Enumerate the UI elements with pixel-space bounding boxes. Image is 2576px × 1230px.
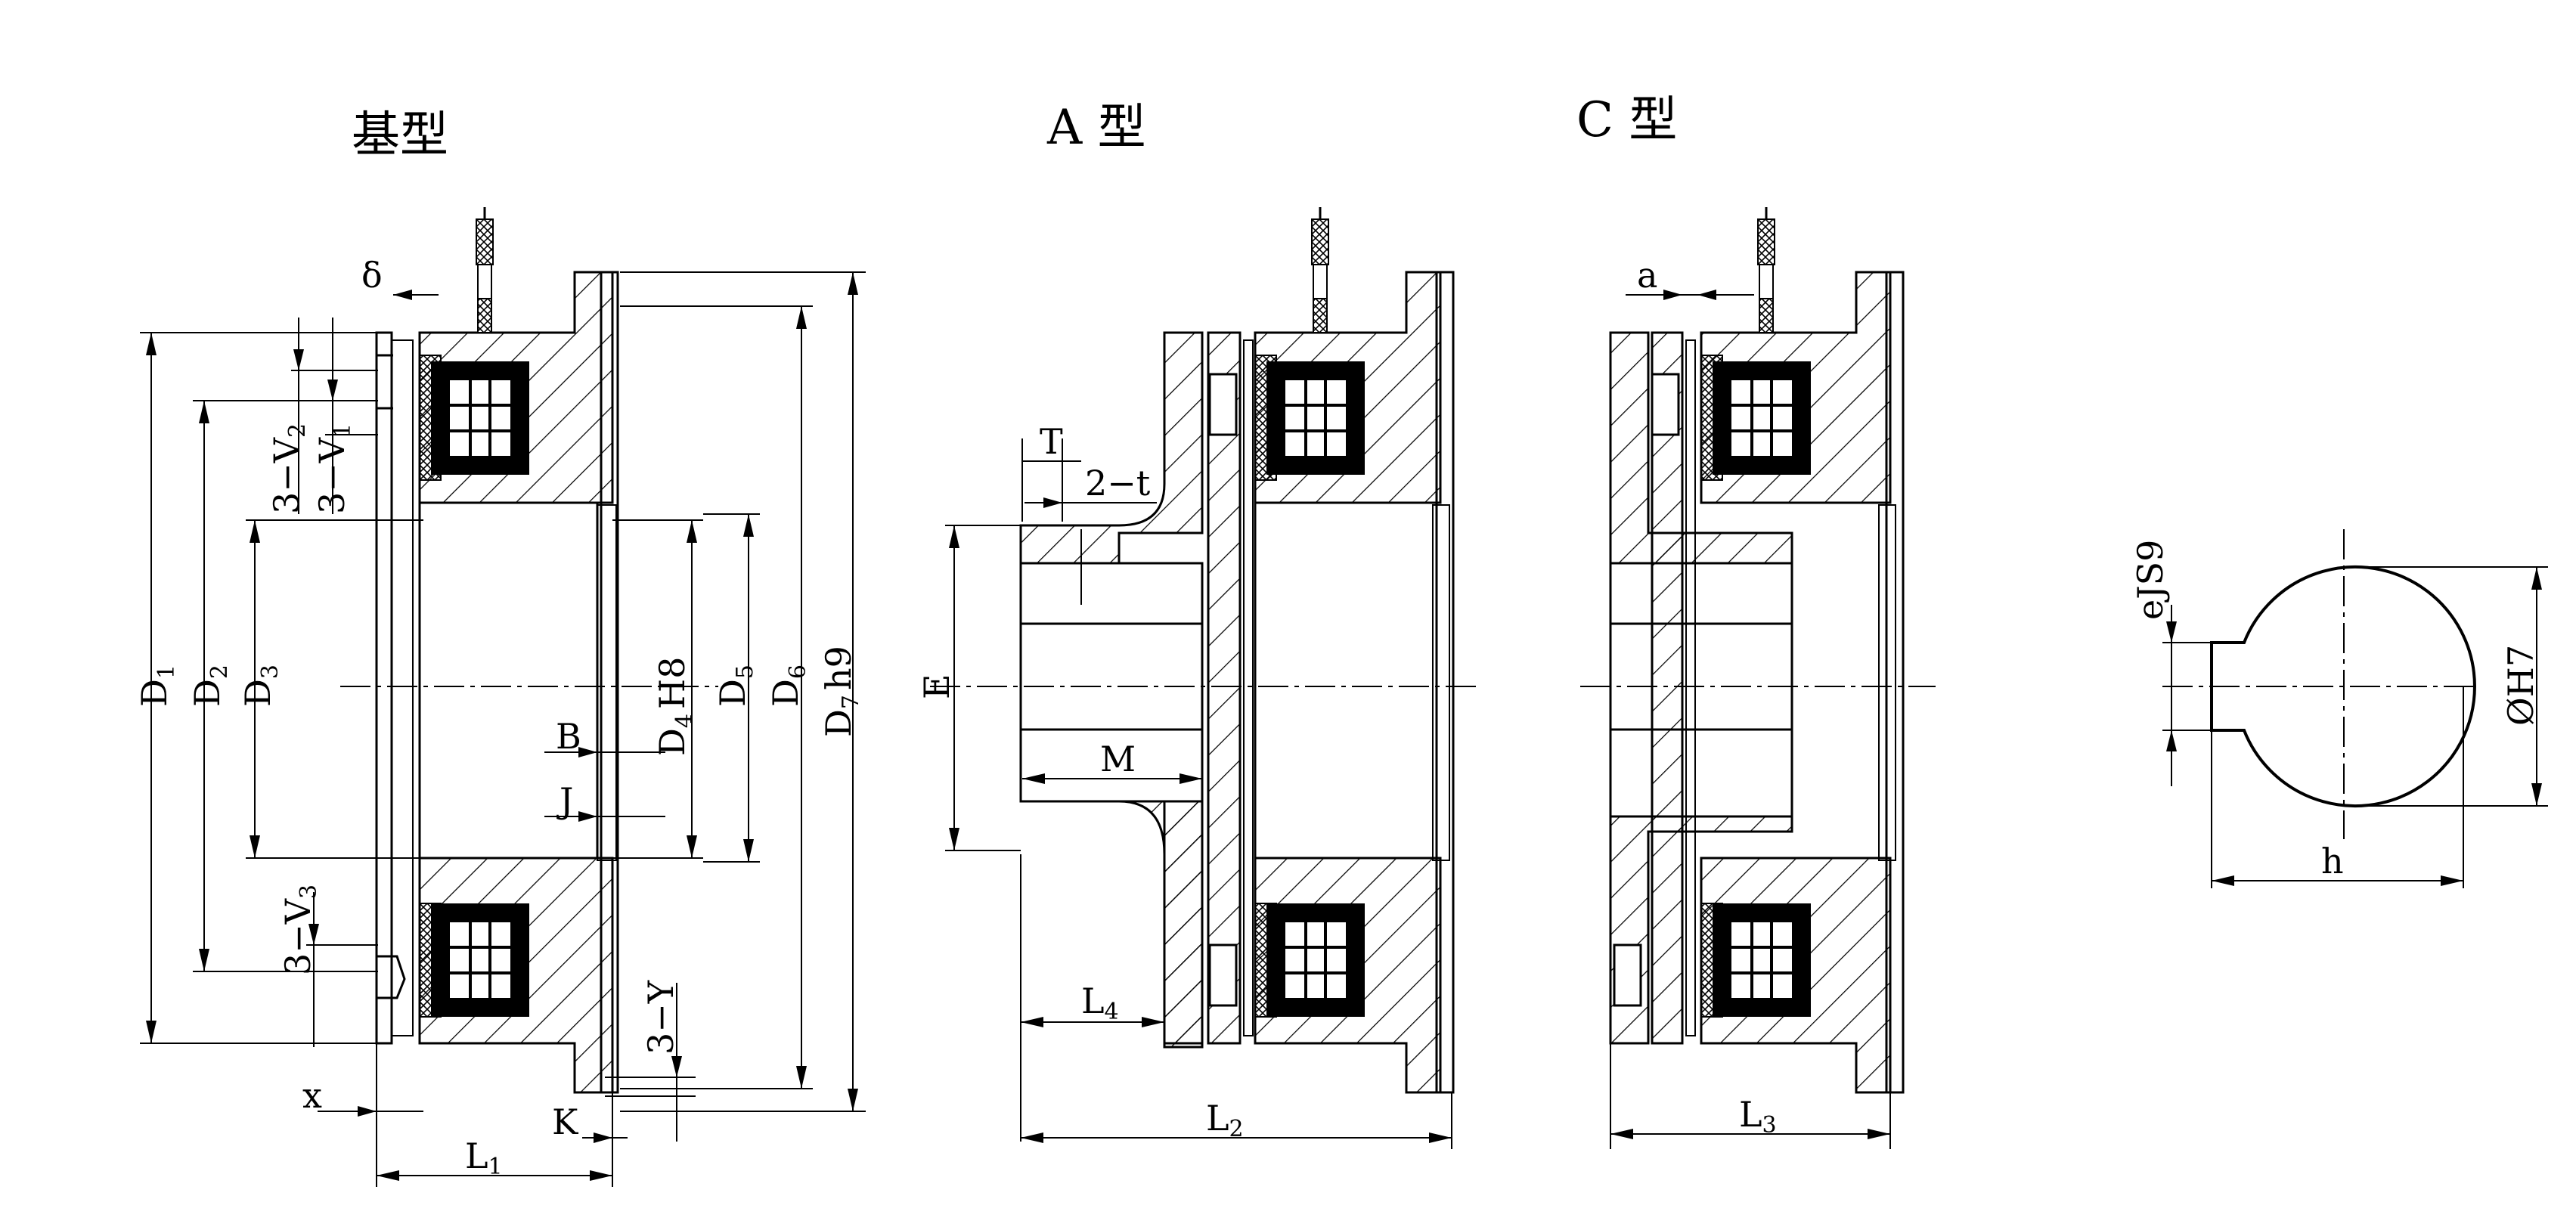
type-c-section-view: a L3 [1580, 206, 1936, 1149]
dim-3-v1: 3−V1 [312, 423, 356, 514]
dim-m: M [1100, 739, 1136, 779]
dim-x: x [302, 1075, 322, 1116]
dim-d3: D3 [237, 665, 284, 707]
dim-l2: L2 [1206, 1098, 1244, 1142]
dim-d4-h8: D4H8 [652, 657, 698, 756]
title-basic-type: 基型 [352, 107, 448, 163]
dim-d6: D6 [765, 665, 811, 707]
dim-t: T [1040, 421, 1063, 462]
coil-lower [429, 902, 531, 1018]
dim-e: E [916, 674, 957, 699]
type-a-section-view: T 2−t E M L4 L2 [916, 206, 1482, 1149]
title-type-a: A 型 [1046, 100, 1146, 156]
dim-l4: L4 [1081, 981, 1119, 1025]
title-type-c: C 型 [1576, 92, 1677, 148]
dim-l3: L3 [1739, 1094, 1777, 1139]
dim-l1: L1 [465, 1136, 503, 1180]
coil-upper [429, 360, 531, 476]
dim-3-v3: 3−V3 [277, 885, 322, 975]
dim-j: J [556, 780, 573, 821]
coil-upper-a [1265, 360, 1366, 476]
dim-d2: D2 [187, 665, 233, 707]
keyway-detail-view: h eJS9 ØH7 [2130, 529, 2548, 888]
lead-wire-a [1310, 206, 1330, 334]
dim-d5: D5 [712, 665, 758, 707]
lead-wire [475, 206, 494, 334]
dim-3-y: 3−Y [640, 980, 681, 1055]
dim-dia-h7: ØH7 [2500, 645, 2541, 726]
dim-k: K [552, 1101, 579, 1142]
dim-b: B [556, 716, 581, 757]
basic-type-section-view: D1 D2 D3 3−V2 3−V1 3−V3 δ [134, 206, 866, 1187]
dim-3-v2: 3−V2 [266, 423, 311, 514]
coil-upper-c [1711, 360, 1812, 476]
dim-ejs9: eJS9 [2130, 540, 2171, 620]
dim-2t: 2−t [1085, 463, 1151, 503]
dim-d1: D1 [134, 665, 180, 707]
dim-d7-h9: D7h9 [818, 646, 864, 737]
lead-wire-c [1756, 206, 1776, 334]
dim-h: h [2321, 841, 2344, 881]
coil-lower-c [1711, 902, 1812, 1018]
coil-lower-a [1265, 902, 1366, 1018]
dim-delta: δ [361, 255, 383, 296]
dim-a: a [1637, 255, 1657, 296]
